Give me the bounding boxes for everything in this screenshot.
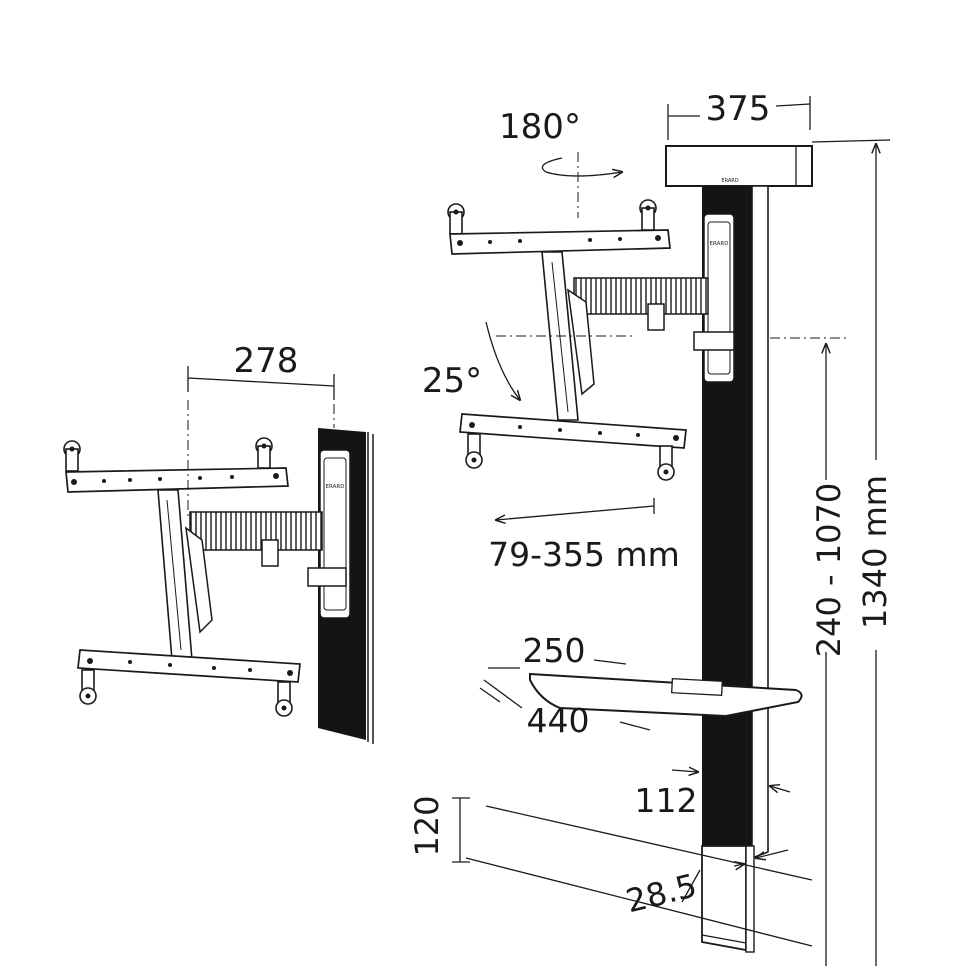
label-250: 250	[523, 631, 586, 670]
left-bottom-rail	[77, 649, 301, 717]
dim-base-height: 120	[408, 795, 470, 863]
dim-shelf-depth: 250	[488, 631, 627, 670]
dim-shelf-width: 440	[479, 679, 651, 740]
stand-top-cap: ERARD	[665, 145, 813, 187]
dim-375: 375	[667, 89, 811, 140]
left-top-rail	[63, 437, 289, 493]
cap-brand-label: ERARD	[721, 178, 738, 184]
left-brand-label: ERARD	[326, 484, 345, 490]
stand-bottom-rail	[459, 413, 687, 481]
dim-extension: 79-355 mm	[488, 498, 680, 574]
left-arm	[189, 511, 347, 587]
label-25: 25°	[422, 361, 482, 401]
stand-arm	[573, 277, 735, 351]
dim-rotation: 180°	[499, 107, 622, 218]
label-180: 180°	[499, 107, 581, 147]
label-total-height: 1340 mm	[856, 475, 894, 629]
dim-height-range: 240 - 1070	[770, 337, 848, 966]
label-278: 278	[234, 341, 299, 381]
right-floor-stand: ERARD ERARD	[408, 89, 894, 966]
label-120: 120	[408, 795, 446, 856]
left-wall-mount: ERARD	[63, 341, 374, 744]
dim-tilt: 25°	[422, 321, 636, 401]
label-28-5: 28.5	[622, 866, 700, 920]
dim-column-width: 112	[635, 770, 791, 820]
label-height-range: 240 - 1070	[810, 483, 848, 657]
label-extension: 79-355 mm	[488, 535, 680, 574]
stand-vertical-plate	[541, 251, 595, 421]
dim-278: 278	[187, 341, 335, 520]
label-440: 440	[527, 701, 590, 740]
stand-brand-label: ERARD	[710, 241, 729, 247]
floor-lines	[465, 805, 813, 947]
stand-column: ERARD	[701, 185, 769, 953]
label-112: 112	[635, 781, 698, 820]
stand-top-rail	[447, 199, 671, 255]
label-375: 375	[706, 89, 771, 129]
dim-total-height: 1340 mm	[811, 139, 894, 966]
stand-shelf	[529, 672, 803, 718]
